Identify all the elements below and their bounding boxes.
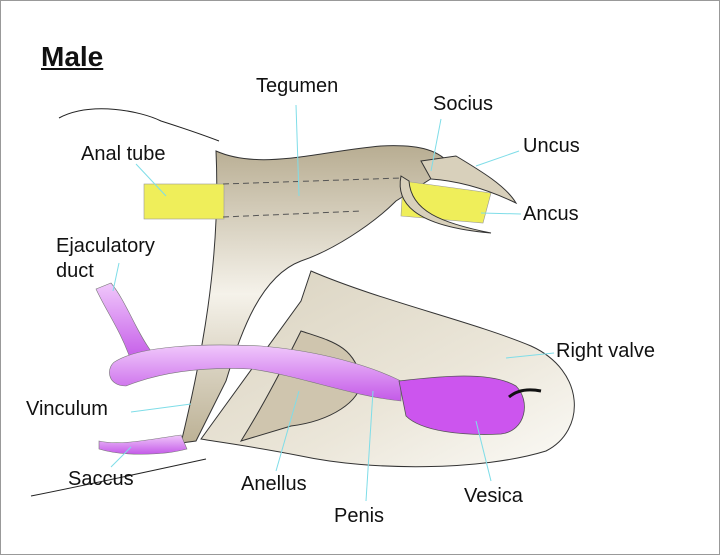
label-uncus: Uncus bbox=[523, 135, 580, 157]
diagram-title: Male bbox=[41, 41, 104, 72]
anal-tube-left bbox=[143, 183, 225, 220]
anal-tube-dashes bbox=[222, 177, 402, 218]
uncus-shape bbox=[420, 155, 518, 205]
label-ancus: Ancus bbox=[523, 203, 579, 225]
vesica-shape bbox=[398, 375, 525, 435]
label-anellus: Anellus bbox=[241, 473, 307, 495]
leader-lines bbox=[110, 104, 555, 502]
label-socius: Socius bbox=[433, 93, 494, 115]
label-penis: Penis bbox=[334, 505, 385, 527]
label-anal-tube: Anal tube bbox=[81, 143, 166, 165]
saccus-shape bbox=[98, 434, 188, 455]
body-outline-bottom bbox=[30, 458, 207, 497]
label-ejaculatory: Ejaculatory bbox=[56, 235, 155, 257]
body-outline-top bbox=[58, 108, 220, 142]
label-duct: duct bbox=[56, 260, 94, 282]
label-vesica: Vesica bbox=[464, 485, 523, 507]
label-tegumen: Tegumen bbox=[256, 75, 339, 97]
penis-shape bbox=[109, 344, 402, 402]
ejaculatory-duct-shape bbox=[95, 282, 152, 362]
label-vinculum: Vinculum bbox=[26, 398, 108, 420]
ancus-shape bbox=[399, 175, 492, 234]
label-saccus: Saccus bbox=[68, 468, 134, 490]
label-right-valve: Right valve bbox=[556, 340, 655, 362]
cornutus bbox=[508, 388, 542, 399]
